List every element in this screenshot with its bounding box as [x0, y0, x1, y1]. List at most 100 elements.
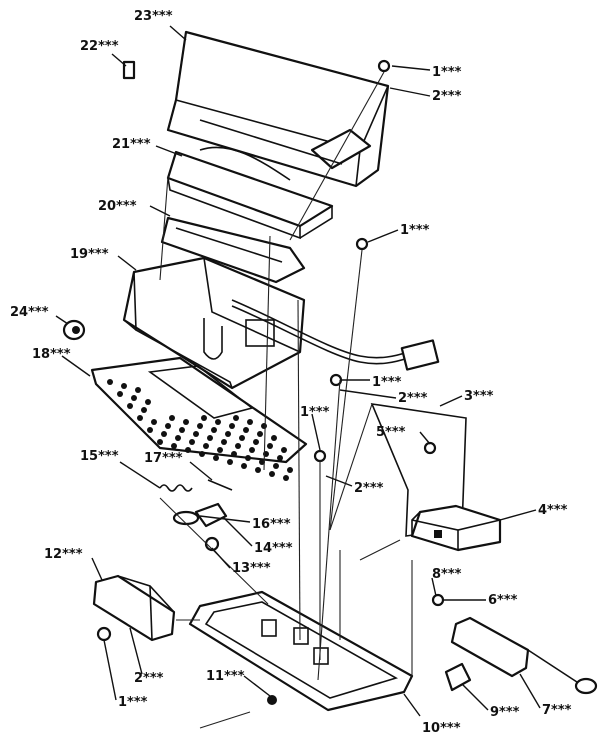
perforation-dot	[267, 443, 273, 449]
perforation-dot	[259, 459, 265, 465]
callout-5: 5***	[376, 425, 406, 440]
rack-perforations	[107, 379, 293, 481]
callout-24: 24***	[10, 305, 49, 320]
perforation-dot	[221, 439, 227, 445]
perforation-dot	[235, 443, 241, 449]
callout-1b: 1***	[400, 223, 430, 238]
screw-6	[431, 593, 445, 607]
leader-lines	[55, 25, 541, 717]
part-16	[172, 510, 200, 526]
callout-17: 17***	[144, 451, 183, 466]
perforation-dot	[231, 451, 237, 457]
callout-20: 20***	[98, 199, 137, 214]
perforation-dot	[179, 427, 185, 433]
part-9-clip	[444, 662, 472, 692]
perforation-dot	[189, 439, 195, 445]
callout-19: 19***	[70, 247, 109, 262]
callout-6: 6***	[488, 593, 518, 608]
part-7-lever	[450, 616, 598, 695]
perforation-dot	[261, 423, 267, 429]
perforation-dot	[247, 419, 253, 425]
perforation-dot	[197, 423, 203, 429]
callout-21: 21***	[112, 137, 151, 152]
perforation-dot	[157, 439, 163, 445]
perforation-dot	[273, 463, 279, 469]
part-10-base	[188, 590, 414, 712]
part-19-heater-box	[122, 256, 306, 390]
perforation-dot	[137, 415, 143, 421]
perforation-dot	[257, 431, 263, 437]
perforation-dot	[241, 463, 247, 469]
perforation-dot	[249, 447, 255, 453]
perforation-dot	[171, 443, 177, 449]
perforation-dot	[255, 467, 261, 473]
screw-1d	[313, 449, 327, 463]
perforation-dot	[199, 451, 205, 457]
callout-11: 11***	[206, 669, 245, 684]
perforation-dot	[283, 475, 289, 481]
screw-5	[423, 441, 437, 455]
screw-1c	[329, 373, 343, 387]
perforation-dot	[121, 383, 127, 389]
callout-1d: 1***	[300, 405, 330, 420]
part-21-panel	[166, 146, 334, 240]
perforation-dot	[225, 431, 231, 437]
callout-2a: 2***	[432, 89, 462, 104]
screw-1e	[96, 626, 112, 642]
part-13	[204, 536, 220, 552]
part-12-bracket	[92, 574, 176, 642]
screw-22	[122, 60, 136, 80]
perforation-dot	[151, 419, 157, 425]
perforation-dot	[141, 407, 147, 413]
callout-16: 16***	[252, 517, 291, 532]
perforation-dot	[203, 443, 209, 449]
callout-14: 14***	[254, 541, 293, 556]
perforation-dot	[269, 471, 275, 477]
perforation-dot	[243, 427, 249, 433]
perforation-dot	[211, 427, 217, 433]
perforation-dot	[227, 459, 233, 465]
perforation-dot	[245, 455, 251, 461]
perforation-dot	[271, 435, 277, 441]
perforation-dot	[169, 415, 175, 421]
callout-7: 7***	[542, 703, 572, 718]
callout-12: 12***	[44, 547, 83, 562]
callout-10: 10***	[422, 721, 461, 736]
screw-1b	[355, 237, 369, 251]
perforation-dot	[281, 447, 287, 453]
callout-22: 22***	[80, 39, 119, 54]
callout-1e: 1***	[118, 695, 148, 710]
perforation-dot	[165, 423, 171, 429]
screw-1a	[377, 59, 391, 73]
perforation-dot	[161, 431, 167, 437]
callout-9: 9***	[490, 705, 520, 720]
callout-8a: 8***	[432, 567, 462, 582]
perforation-dot	[145, 399, 151, 405]
callout-2b: 2***	[398, 391, 428, 406]
perforation-dot	[127, 403, 133, 409]
callout-1c: 1***	[372, 375, 402, 390]
perforation-dot	[215, 419, 221, 425]
callout-4: 4***	[538, 503, 568, 518]
part-14	[194, 502, 228, 528]
perforation-dot	[185, 447, 191, 453]
perforation-dot	[193, 431, 199, 437]
small-hardware	[96, 59, 445, 705]
spring-15	[159, 484, 193, 492]
callout-2d: 2***	[134, 671, 164, 686]
callout-23: 23***	[134, 9, 173, 24]
perforation-dot	[277, 455, 283, 461]
part-17	[207, 479, 233, 491]
callout-1a: 1***	[432, 65, 462, 80]
perforation-dot	[135, 387, 141, 393]
perforation-dot	[131, 395, 137, 401]
perforation-dot	[117, 391, 123, 397]
perforation-dot	[217, 447, 223, 453]
callout-3: 3***	[464, 389, 494, 404]
callout-18: 18***	[32, 347, 71, 362]
callout-15: 15***	[80, 449, 119, 464]
perforation-dot	[201, 415, 207, 421]
perforation-dot	[147, 427, 153, 433]
